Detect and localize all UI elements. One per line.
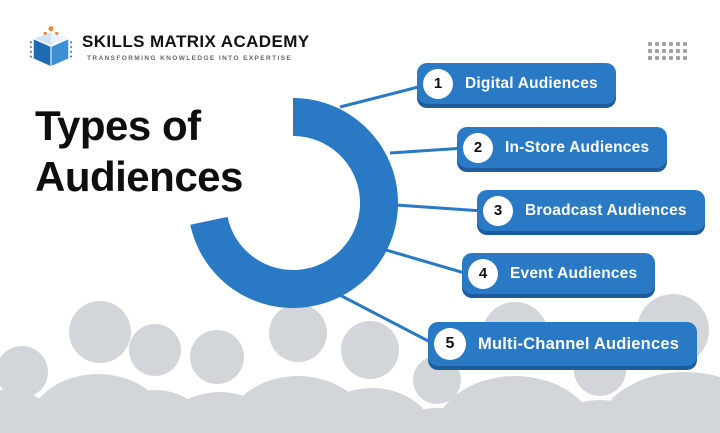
open-book-logo-icon (29, 26, 73, 67)
item-label: In-Store Audiences (505, 138, 650, 156)
brand-tagline: TRANSFORMING KNOWLEDGE INTO EXPERTISE (87, 55, 293, 62)
page-title: Types of Audiences (35, 100, 243, 202)
brand-logo: SKILLS MATRIX ACADEMY TRANSFORMING KNOWL… (28, 24, 310, 70)
item-label: Broadcast Audiences (525, 201, 687, 219)
item-label: Digital Audiences (465, 74, 598, 92)
brand-tagline-row: TRANSFORMING KNOWLEDGE INTO EXPERTISE (82, 55, 294, 62)
connector-line-2 (389, 146, 466, 155)
connector-line-3 (395, 203, 484, 213)
page-title-line1: Types of (35, 102, 201, 149)
item-button-broadcast-audiences[interactable]: 3 Broadcast Audiences (477, 190, 705, 231)
item-label: Multi-Channel Audiences (478, 334, 680, 353)
item-button-multi-channel-audiences[interactable]: 5 Multi-Channel Audiences (428, 322, 698, 366)
item-button-in-store-audiences[interactable]: 2 In-Store Audiences (457, 127, 668, 168)
item-number-badge: 1 (423, 68, 453, 99)
item-button-digital-audiences[interactable]: 1 Digital Audiences (417, 63, 616, 104)
dots-grid-icon (648, 42, 687, 60)
connector-line-4 (385, 248, 469, 276)
item-button-event-audiences[interactable]: 4 Event Audiences (462, 253, 656, 294)
item-number-badge: 5 (434, 328, 466, 360)
item-number-badge: 3 (483, 195, 513, 226)
brand-name: SKILLS MATRIX ACADEMY (82, 32, 310, 51)
item-number-badge: 2 (463, 132, 493, 163)
connector-line-5 (331, 289, 437, 347)
item-number-badge: 4 (468, 258, 498, 289)
page-title-line2: Audiences (35, 153, 243, 201)
item-label: Event Audiences (510, 264, 638, 282)
